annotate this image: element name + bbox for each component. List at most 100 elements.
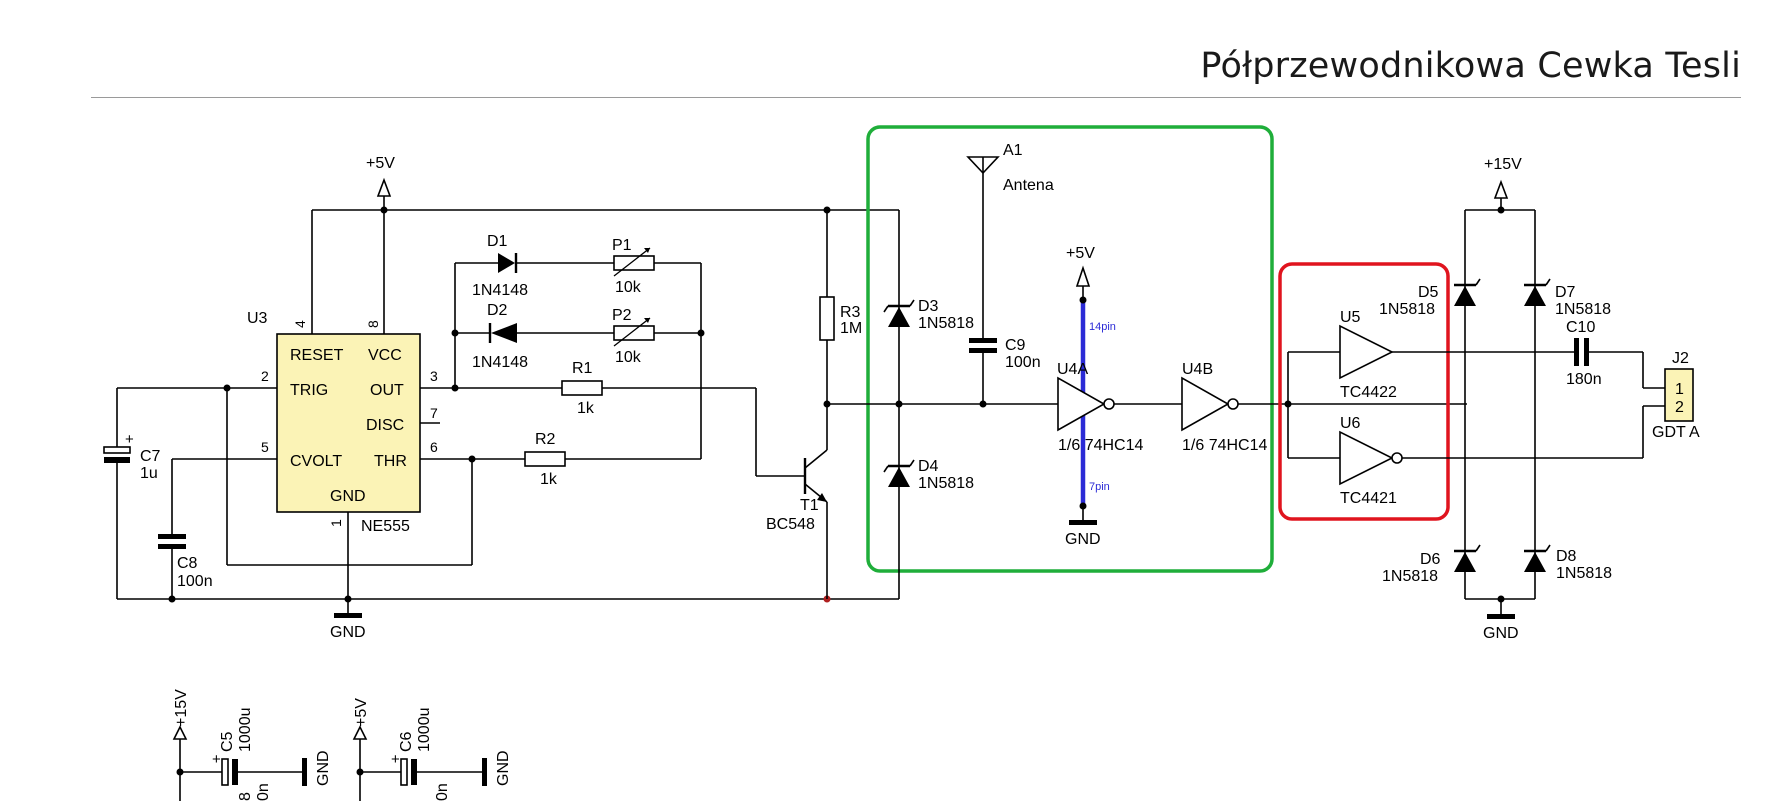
gnd-symbol-icon xyxy=(302,758,307,786)
cropped-value: 0n xyxy=(255,783,272,801)
u4a-ref: U4A xyxy=(1057,361,1088,378)
c9-ref: C9 xyxy=(1005,337,1026,354)
u3-pin-trig: TRIG xyxy=(290,382,328,399)
d6-value: 1N5818 xyxy=(1382,568,1438,585)
a1-ref: A1 xyxy=(1003,142,1023,159)
gnd-symbol-icon xyxy=(1069,520,1097,525)
supply-arrow-icon xyxy=(1075,265,1091,287)
j2-value: GDT A xyxy=(1652,424,1700,441)
u3-pin-cvolt: CVOLT xyxy=(290,453,342,470)
c9-capacitor-icon xyxy=(969,338,997,343)
gnd-label: GND xyxy=(1483,625,1519,642)
supply-arrow-icon xyxy=(1493,179,1509,199)
d7-diode-icon xyxy=(1524,286,1546,306)
d3-value: 1N5818 xyxy=(918,315,974,332)
gnd-label: GND xyxy=(315,750,332,786)
gnd-symbol-icon xyxy=(1487,614,1515,619)
page-title: Półprzewodnikowa Cewka Tesli xyxy=(1200,46,1741,86)
u3-body xyxy=(276,333,421,513)
supply-15v-label: +15V xyxy=(1484,156,1522,173)
c7-ref: C7 xyxy=(140,448,161,465)
u4b-inverter-icon xyxy=(1181,376,1230,432)
u3-ref: U3 xyxy=(247,310,268,327)
supply-5v-label: +5V xyxy=(366,155,395,172)
c7-polarity: + xyxy=(125,431,134,448)
supply-arrow-icon xyxy=(376,177,392,197)
d6-ref: D6 xyxy=(1420,551,1441,568)
c5-capacitor-icon xyxy=(221,758,229,786)
c10-ref: C10 xyxy=(1566,319,1595,336)
decoupling-section: +15V + C5 1000u GND 8 0n +5V + C6 1000u … xyxy=(172,689,512,801)
u6-value: TC4421 xyxy=(1340,490,1397,507)
d1-ref: D1 xyxy=(487,233,508,250)
c5-polarity: + xyxy=(212,751,221,768)
u3-pin-thr: THR xyxy=(374,453,407,470)
c7-value: 1u xyxy=(140,465,158,482)
u3-pin-number: 5 xyxy=(261,439,269,455)
d7-ref: D7 xyxy=(1555,284,1576,301)
t1-value: BC548 xyxy=(766,516,815,533)
r1-ref: R1 xyxy=(572,360,593,377)
page-header: Półprzewodnikowa Cewka Tesli xyxy=(0,0,1782,100)
c8-value: 100n xyxy=(177,573,213,590)
green-highlight-box xyxy=(866,125,1274,573)
header-rule xyxy=(91,97,1741,98)
u4b-value: 1/6 74HC14 xyxy=(1182,437,1267,454)
gnd-symbol-icon: GND xyxy=(330,599,366,641)
u4b-ref: U4B xyxy=(1182,361,1213,378)
d4-value: 1N5818 xyxy=(918,475,974,492)
red-highlight-box xyxy=(1278,262,1450,521)
c8-ref: C8 xyxy=(177,555,198,572)
r2-value: 1k xyxy=(540,471,558,488)
p2-value: 10k xyxy=(615,349,642,366)
u5-ref: U5 xyxy=(1340,309,1361,326)
c6-polarity: + xyxy=(391,751,400,768)
supply-15v-label: +15V xyxy=(173,689,190,727)
c6-ref: C6 xyxy=(398,731,415,752)
p2-ref: P2 xyxy=(612,307,632,324)
j2-pin2: 2 xyxy=(1675,399,1684,416)
r3-value: 1M xyxy=(840,320,862,337)
d1-diode-icon xyxy=(498,253,515,273)
r1-value: 1k xyxy=(577,400,595,417)
u4a-pin-gnd: 7pin xyxy=(1089,481,1110,493)
u6-ref: U6 xyxy=(1340,415,1361,432)
gnd-label: GND xyxy=(1065,531,1101,548)
a1-value: Antena xyxy=(1003,177,1054,194)
d7-value: 1N5818 xyxy=(1555,301,1611,318)
driver-section: U5 TC4422 U6 TC4421 xyxy=(1284,309,1643,507)
d8-ref: D8 xyxy=(1556,548,1577,565)
d2-diode-icon xyxy=(491,323,517,343)
p2-potentiometer-icon xyxy=(613,325,655,341)
u3-pin-number: 1 xyxy=(328,519,344,527)
d3-ref: D3 xyxy=(918,298,939,315)
c5-value: 1000u xyxy=(237,708,254,753)
c10-capacitor-icon xyxy=(1574,338,1579,366)
u3-pin-reset: RESET xyxy=(290,347,344,364)
u3-pin-number: 6 xyxy=(430,439,438,455)
d4-ref: D4 xyxy=(918,458,939,475)
d2-value: 1N4148 xyxy=(472,354,528,371)
d6-diode-icon xyxy=(1454,552,1476,572)
p1-potentiometer-icon xyxy=(613,255,655,271)
t1-transistor-icon: T1 BC548 xyxy=(766,404,828,599)
c7-capacitor: + C7 1u xyxy=(103,388,161,599)
u3-part: NE555 xyxy=(361,518,410,535)
c6-value: 1000u xyxy=(416,708,433,753)
u3-pin-number: 2 xyxy=(261,368,269,384)
d5-diode-icon xyxy=(1454,286,1476,306)
r1-resistor-icon xyxy=(561,380,603,396)
d4-diode-icon xyxy=(888,467,910,487)
u3-pin-out: OUT xyxy=(370,382,404,399)
cropped-value: 0n xyxy=(434,783,451,801)
u3-pin-gnd: GND xyxy=(330,488,366,505)
gnd-label: GND xyxy=(330,624,366,641)
r2-ref: R2 xyxy=(535,431,556,448)
d5-value: 1N5818 xyxy=(1379,301,1435,318)
c5-ref: C5 xyxy=(219,731,236,752)
u3-pin-number: 8 xyxy=(365,320,381,328)
j2-pin1: 1 xyxy=(1675,381,1684,398)
d8-value: 1N5818 xyxy=(1556,565,1612,582)
u3-chip: U3 RESET VCC TRIG OUT DISC CVOLT THR GND… xyxy=(247,310,438,535)
